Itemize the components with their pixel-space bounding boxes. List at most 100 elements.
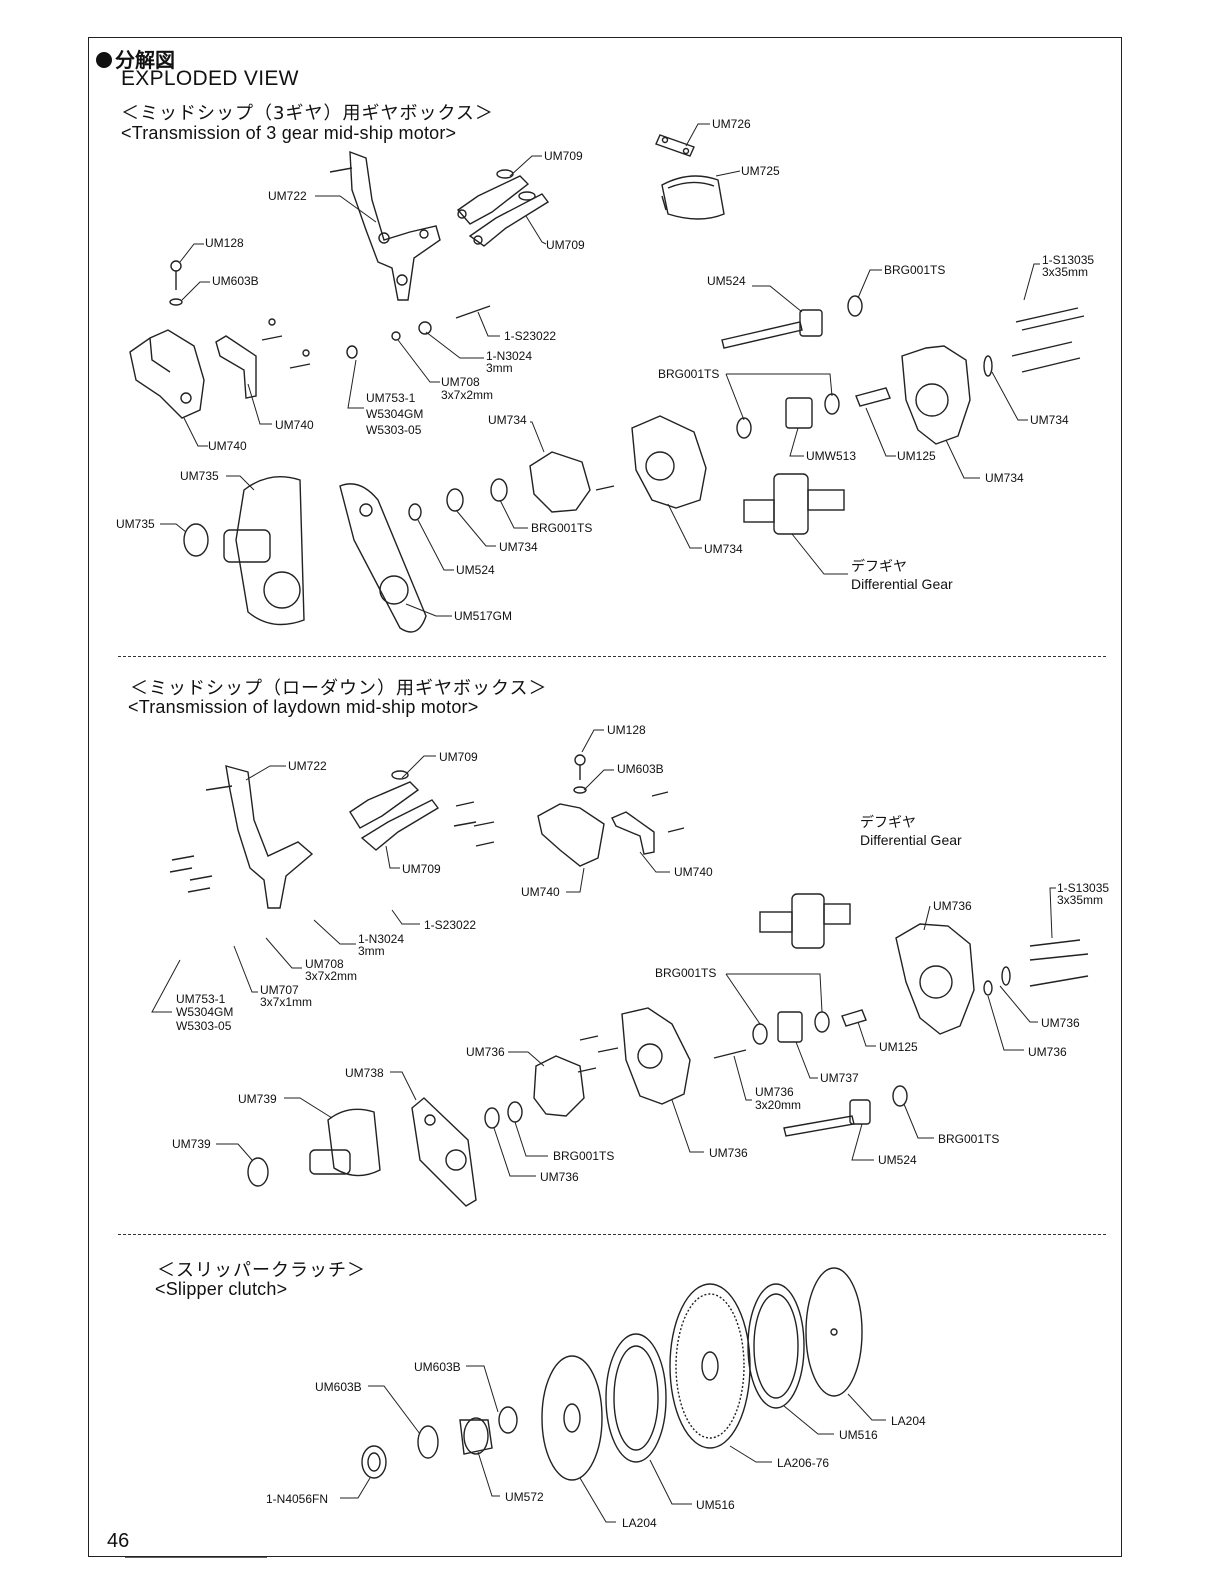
part-um734-case — [529, 345, 971, 513]
part-label: BRG001TS — [531, 521, 593, 535]
part-label: 3x7x2mm — [441, 388, 494, 402]
part-label: W5304GM — [366, 407, 424, 421]
part-label: UM740 — [674, 865, 713, 879]
footer-link-line — [125, 1557, 267, 1558]
title-en: EXPLODED VIEW — [121, 67, 299, 90]
part-label: BRG001TS — [938, 1132, 1000, 1146]
part-label: UM725 — [741, 164, 780, 178]
section-divider — [118, 656, 1106, 657]
part-um725 — [661, 175, 725, 220]
part-um739 — [247, 1108, 381, 1187]
part-label: UM734 — [499, 540, 538, 554]
diff-gear-label-jp: デフギヤ — [860, 814, 916, 830]
section-divider — [118, 1234, 1106, 1235]
part-label: 3x20mm — [755, 1098, 802, 1112]
part-label: UM517GM — [454, 609, 513, 623]
part-label: W5303-05 — [366, 423, 422, 437]
part-label: UM603B — [617, 762, 664, 776]
part-label: UM603B — [212, 274, 259, 288]
part-label: UM524 — [878, 1153, 917, 1167]
part-slipper — [361, 1267, 863, 1481]
part-label: UM753-1 — [176, 992, 226, 1006]
part-um740 — [129, 329, 257, 419]
part-label: UM734 — [985, 471, 1024, 485]
part-label: UM735 — [116, 517, 155, 531]
part-label: 1-S13035 — [1042, 253, 1095, 267]
part-label: UM516 — [839, 1428, 878, 1442]
part-diff-2 — [759, 893, 851, 949]
part-label: 1-N4056FN — [266, 1492, 329, 1506]
bullet-icon — [96, 52, 112, 68]
part-um735 — [183, 476, 305, 626]
part-label: UM739 — [172, 1137, 211, 1151]
part-um709 — [456, 169, 550, 247]
part-label: UM572 — [505, 1490, 544, 1504]
part-label: UM128 — [205, 236, 244, 250]
part-label: UM739 — [238, 1092, 277, 1106]
part-label: UM709 — [402, 862, 441, 876]
part-label: 1-S13035 — [1057, 881, 1110, 895]
part-um736-case — [533, 923, 1089, 1117]
section-slipper-title-en: <Slipper clutch> — [155, 1279, 288, 1299]
part-label: UM708 — [305, 957, 344, 971]
part-um517gm — [339, 483, 427, 633]
part-label: UM736 — [933, 899, 972, 913]
part-label: BRG001TS — [884, 263, 946, 277]
part-um722 — [329, 150, 441, 301]
page-number: 46 — [107, 1530, 130, 1552]
part-label: UM516 — [696, 1498, 735, 1512]
part-um524 — [721, 295, 863, 349]
part-label: UM603B — [414, 1360, 461, 1374]
section-slipper-title-jp: ＜スリッパークラッチ＞ — [157, 1260, 366, 1281]
diff-gear-label-jp: デフギヤ — [851, 558, 907, 574]
part-label: BRG001TS — [553, 1149, 615, 1163]
part-label: UM753-1 — [366, 391, 416, 405]
part-label: W5303-05 — [176, 1019, 232, 1033]
part-label: UM736 — [755, 1085, 794, 1099]
part-label: UM736 — [1028, 1045, 1067, 1059]
part-label: UM736 — [466, 1045, 505, 1059]
part-label: UM709 — [546, 238, 585, 252]
part-label: 3mm — [358, 944, 385, 958]
page-frame — [88, 37, 1122, 1557]
part-bearings — [408, 387, 891, 521]
part-label: UM734 — [1030, 413, 1069, 427]
part-label: UM736 — [709, 1146, 748, 1160]
part-label: UM722 — [288, 759, 327, 773]
part-label: UM740 — [275, 418, 314, 432]
part-bearings-2 — [484, 1009, 908, 1129]
part-label: UM709 — [544, 149, 583, 163]
part-label: UM722 — [268, 189, 307, 203]
section-laydown-title-jp: ＜ミッドシップ（ローダウン）用ギヤボックス＞ — [130, 678, 548, 699]
part-label: LA206-76 — [777, 1456, 830, 1470]
part-label: UM740 — [208, 439, 247, 453]
part-um709-laydown — [349, 770, 440, 851]
part-um726 — [655, 134, 695, 157]
part-um128 — [170, 260, 182, 290]
part-label: UM738 — [345, 1066, 384, 1080]
part-label: UM707 — [260, 983, 299, 997]
section-three-gear-title-jp: ＜ミッドシップ（3ギヤ）用ギヤボックス＞ — [121, 103, 494, 124]
part-diff-1 — [743, 473, 845, 535]
part-label: UM128 — [607, 723, 646, 737]
part-label: 3x35mm — [1042, 265, 1089, 279]
part-label: 1-N3024 — [358, 932, 405, 946]
part-um738 — [411, 1097, 477, 1207]
part-label: LA204 — [891, 1414, 926, 1428]
part-label: 3x35mm — [1057, 893, 1104, 907]
part-label: 1-S23022 — [424, 918, 477, 932]
part-label: UM524 — [456, 563, 495, 577]
part-label: UM740 — [521, 885, 560, 899]
part-label: UM524 — [707, 274, 746, 288]
part-screws — [261, 305, 1085, 491]
part-label: UM709 — [439, 750, 478, 764]
section-laydown-title-en: <Transmission of laydown mid-ship motor> — [128, 697, 479, 717]
part-label: 3mm — [486, 361, 513, 375]
section-three-gear-title-en: <Transmission of 3 gear mid-ship motor> — [121, 123, 457, 143]
part-um722-laydown — [169, 765, 314, 909]
part-um524-laydown — [783, 1099, 871, 1137]
part-label: W5304GM — [176, 1005, 234, 1019]
part-label: UM726 — [712, 117, 751, 131]
part-label: UM736 — [1041, 1016, 1080, 1030]
